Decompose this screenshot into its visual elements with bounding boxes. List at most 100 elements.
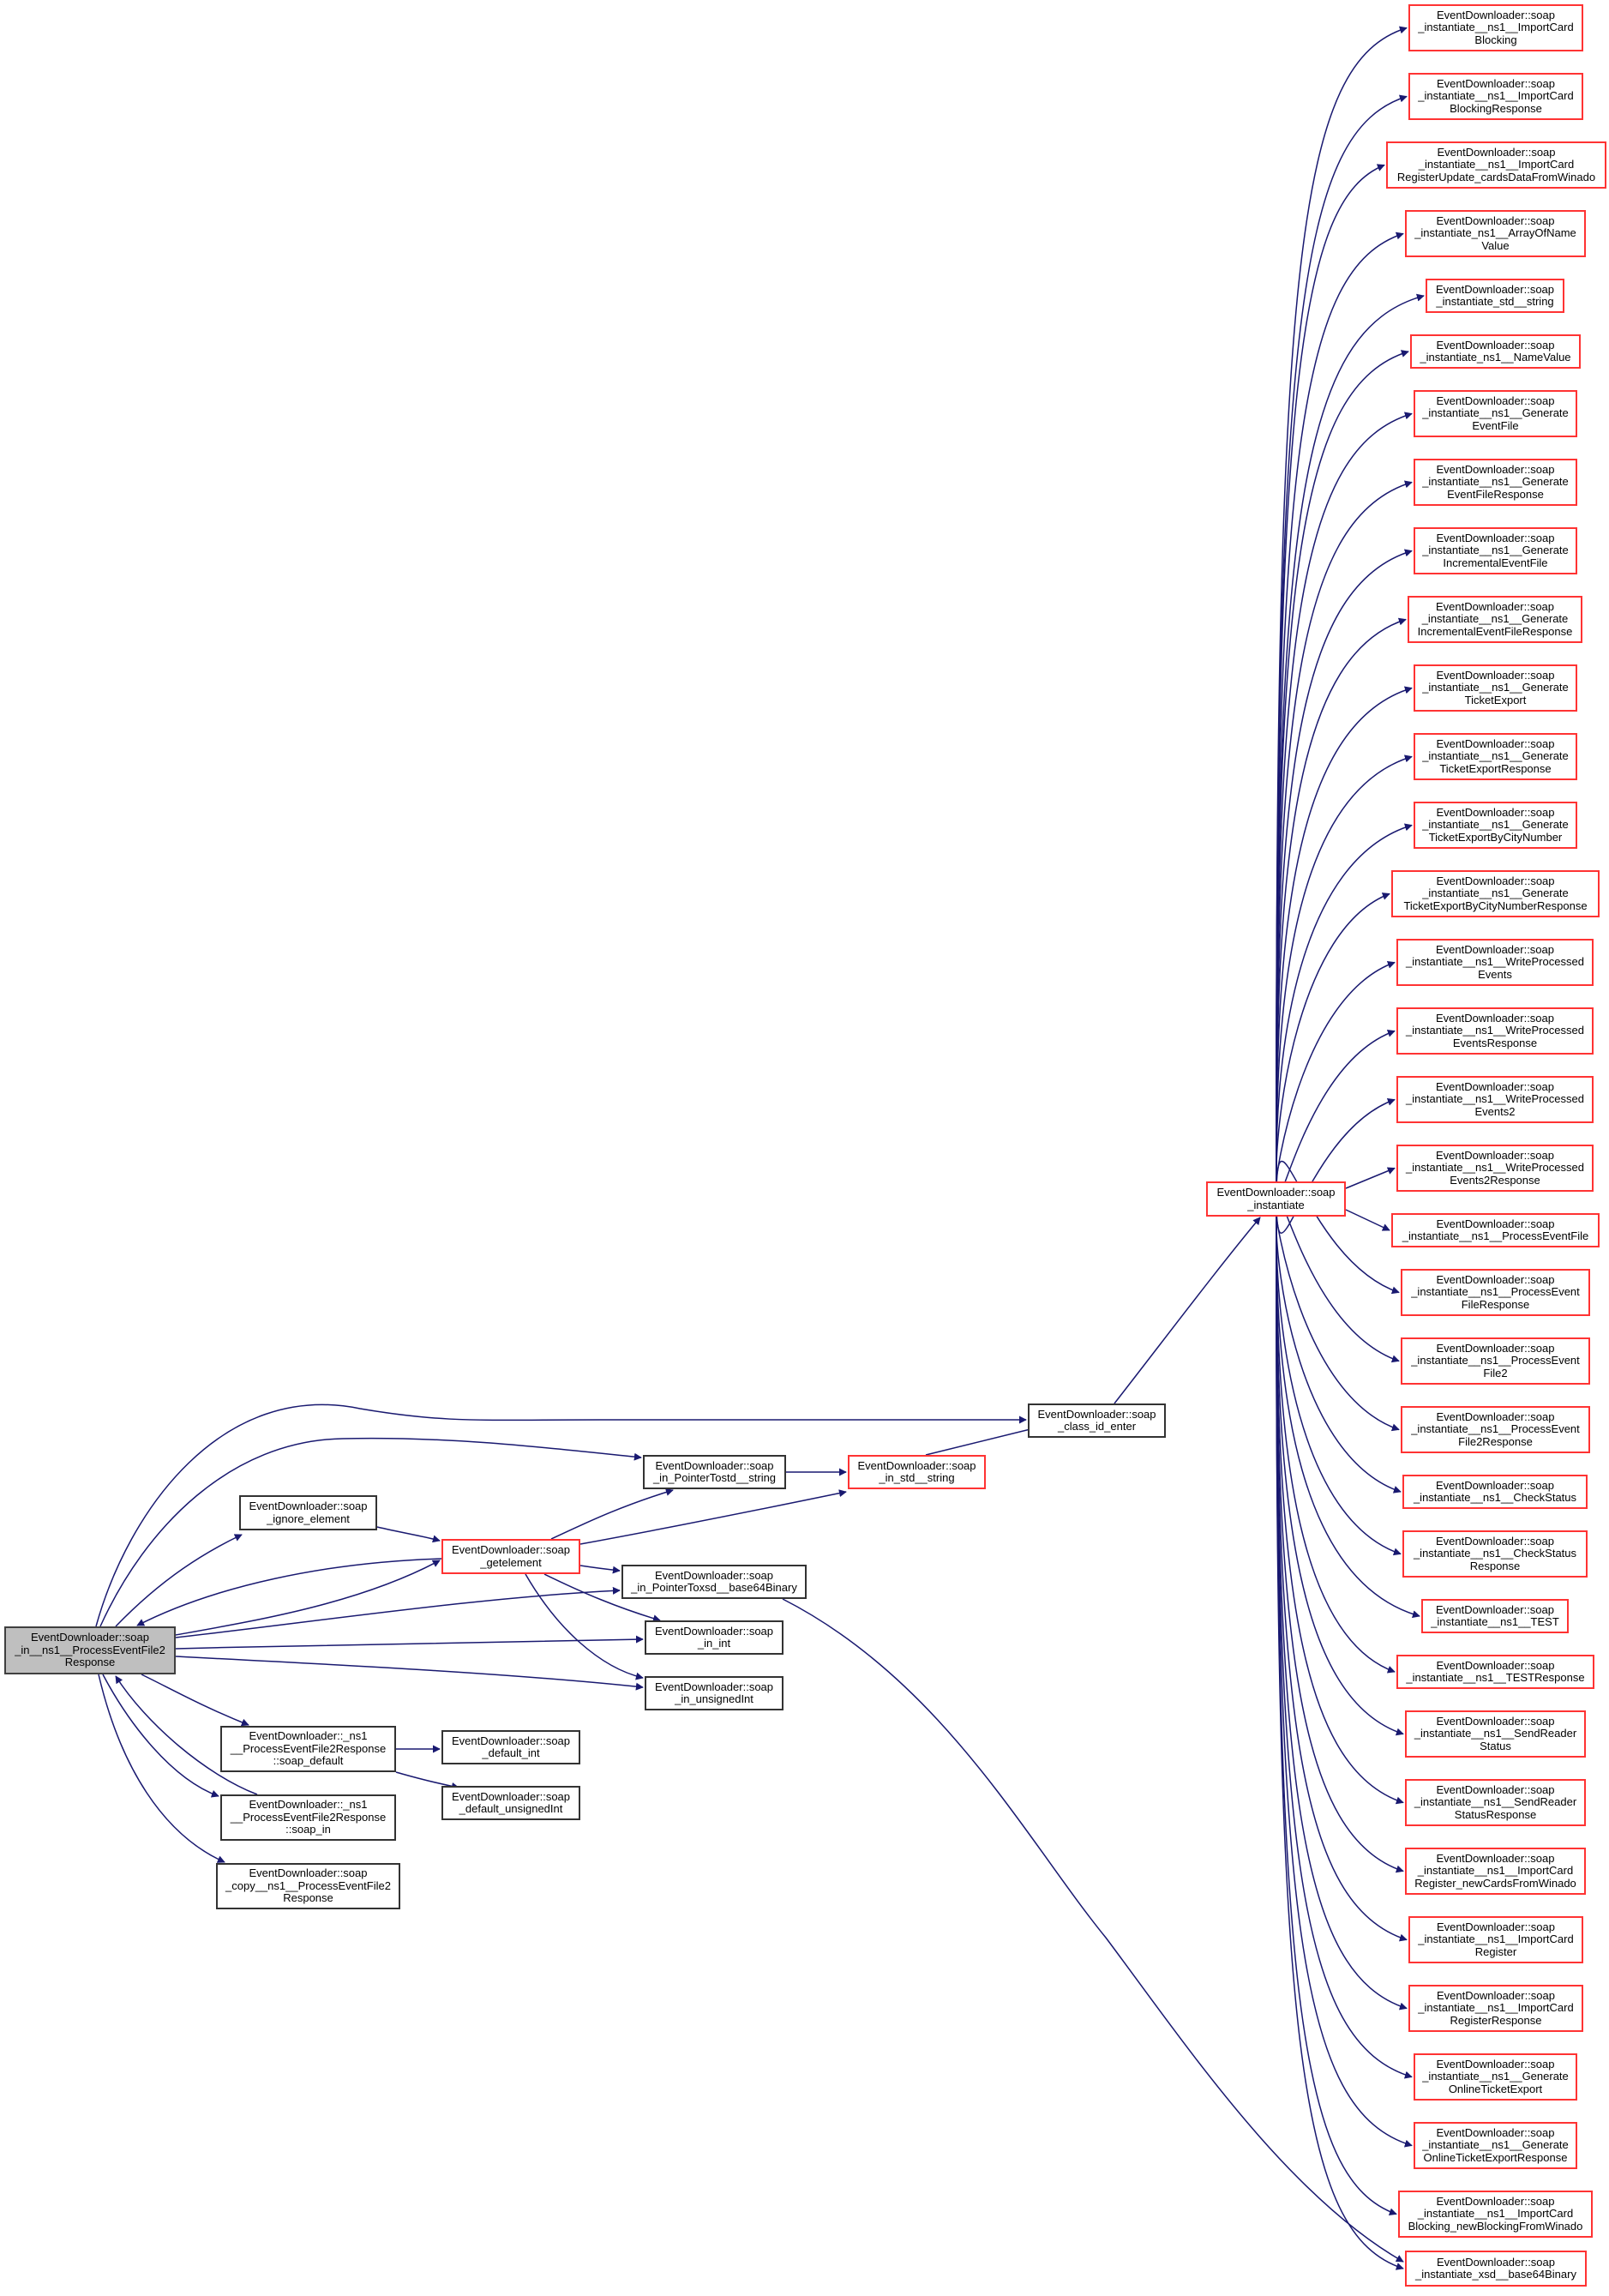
edge-getelement-to-in-unsigned-int xyxy=(525,1573,644,1680)
node-instantiate-target[interactable]: EventDownloader::soap _instantiate__ns1_… xyxy=(1414,664,1577,712)
edge-in-pointer-toxsd-base64-to-target-34 xyxy=(782,1598,1404,2263)
edge-getelement-to-in-pointer-tostd-string xyxy=(550,1488,674,1540)
node-soap-in-std-string[interactable]: EventDownloader::soap _in_std__string xyxy=(848,1455,986,1489)
node-label: EventDownloader::soap _instantiate__ns1_… xyxy=(1414,1782,1577,1821)
node-label: EventDownloader::soap _instantiate__ns1_… xyxy=(1414,1714,1577,1752)
edge-instantiate-to-target xyxy=(1276,686,1413,1182)
node-soap-in-pointertostd-string[interactable]: EventDownloader::soap _in_PointerTostd__… xyxy=(643,1455,786,1489)
edge-instantiate-to-target xyxy=(1276,1216,1396,1674)
edge-getelement-to-in-int xyxy=(543,1573,661,1622)
node-instantiate-target[interactable]: EventDownloader::soap _instantiate__ns1_… xyxy=(1396,1076,1594,1123)
edge-main-to-soap-copy xyxy=(98,1674,225,1863)
node-label: EventDownloader::soap _instantiate__ns1_… xyxy=(1431,1602,1559,1628)
edge-instantiate-to-target xyxy=(1276,1030,1396,1199)
node-instantiate-target[interactable]: EventDownloader::soap _instantiate__ns1_… xyxy=(1402,1475,1588,1509)
node-label: EventDownloader::_ns1 __ProcessEventFile… xyxy=(230,1729,387,1768)
edge-instantiate-to-target xyxy=(1345,1167,1396,1189)
edge-getelement-to-main xyxy=(136,1558,442,1626)
node-label: EventDownloader::soap _instantiate__ns1_… xyxy=(1402,1217,1589,1242)
node-label: EventDownloader::soap _instantiate__ns1_… xyxy=(1411,1409,1580,1448)
node-label: EventDownloader::soap _instantiate__ns1_… xyxy=(1422,805,1569,844)
node-instantiate-target[interactable]: EventDownloader::soap _instantiate__ns1_… xyxy=(1386,141,1606,189)
node-label: EventDownloader::soap _class_id_enter xyxy=(1037,1407,1156,1433)
node-soap-instantiate[interactable]: EventDownloader::soap _instantiate xyxy=(1206,1181,1346,1217)
node-label: EventDownloader::soap _in_unsignedInt xyxy=(654,1680,774,1705)
node-label: EventDownloader::_ns1 __ProcessEventFile… xyxy=(230,1798,387,1836)
edge-instantiate-to-target xyxy=(1276,893,1390,1182)
node-soap-getelement[interactable]: EventDownloader::soap _getelement xyxy=(441,1539,580,1574)
node-instantiate-target[interactable]: EventDownloader::soap _instantiate__ns1_… xyxy=(1405,1710,1586,1758)
edge-main-to-ns1-soap-in xyxy=(102,1674,219,1798)
node-instantiate-target[interactable]: EventDownloader::soap _instantiate__ns1_… xyxy=(1408,596,1582,643)
node-instantiate-target[interactable]: EventDownloader::soap _instantiate__ns1_… xyxy=(1421,1599,1569,1633)
node-ns1-soap-default[interactable]: EventDownloader::_ns1 __ProcessEventFile… xyxy=(220,1726,396,1772)
node-label: EventDownloader::soap _in_PointerTostd__… xyxy=(652,1458,777,1484)
edge-main-to-in-pointer-tostd-string xyxy=(99,1437,642,1627)
node-soap-ignore-element[interactable]: EventDownloader::soap _ignore_element xyxy=(239,1495,377,1530)
edge-main-to-ns1-soap-default xyxy=(141,1674,249,1727)
edge-instantiate-to-target xyxy=(1276,1216,1404,2270)
node-label: EventDownloader::soap _instantiate__ns1_… xyxy=(1422,2125,1569,2164)
node-instantiate-target[interactable]: EventDownloader::soap _instantiate__ns1_… xyxy=(1391,870,1600,917)
node-instantiate-target[interactable]: EventDownloader::soap _instantiate__ns1_… xyxy=(1414,527,1577,574)
node-instantiate-target[interactable]: EventDownloader::soap _instantiate__ns1_… xyxy=(1408,4,1583,51)
node-instantiate-target[interactable]: EventDownloader::soap _instantiate__ns1_… xyxy=(1396,1145,1594,1192)
node-instantiate-target[interactable]: EventDownloader::soap _instantiate__ns1_… xyxy=(1414,2122,1577,2169)
node-instantiate-target[interactable]: EventDownloader::soap _instantiate__ns1_… xyxy=(1391,1213,1600,1247)
node-instantiate-target[interactable]: EventDownloader::soap _instantiate__ns1_… xyxy=(1396,1655,1594,1689)
node-instantiate-target[interactable]: EventDownloader::soap _instantiate__ns1_… xyxy=(1405,1848,1586,1895)
node-instantiate-target[interactable]: EventDownloader::soap _instantiate__ns1_… xyxy=(1414,2053,1577,2101)
node-label: EventDownloader::soap _instantiate__ns1_… xyxy=(1413,1534,1577,1572)
node-soap-default-int[interactable]: EventDownloader::soap _default_int xyxy=(441,1730,580,1764)
node-instantiate-target[interactable]: EventDownloader::soap _instantiate_std__… xyxy=(1426,279,1564,313)
edge-getelement-to-in-std-string xyxy=(579,1489,847,1545)
node-label: EventDownloader::soap _in_std__string xyxy=(857,1458,976,1484)
node-instantiate-target[interactable]: EventDownloader::soap _instantiate__ns1_… xyxy=(1414,802,1577,849)
node-label: EventDownloader::soap _instantiate__ns1_… xyxy=(1406,1148,1584,1187)
node-ns1-soap-in[interactable]: EventDownloader::_ns1 __ProcessEventFile… xyxy=(220,1794,396,1841)
edge-instantiate-to-target xyxy=(1276,412,1413,1182)
node-soap-in-unsignedint[interactable]: EventDownloader::soap _in_unsignedInt xyxy=(645,1676,783,1710)
node-label: EventDownloader::soap _instantiate__ns1_… xyxy=(1422,462,1569,501)
node-instantiate-target[interactable]: EventDownloader::soap _instantiate__ns1_… xyxy=(1396,1007,1594,1055)
node-main-function: EventDownloader::soap _in__ns1__ProcessE… xyxy=(4,1626,176,1674)
node-instantiate-target[interactable]: EventDownloader::soap _instantiate__ns1_… xyxy=(1401,1337,1590,1385)
node-instantiate-target[interactable]: EventDownloader::soap _instantiate__ns1_… xyxy=(1405,1779,1586,1826)
node-instantiate-target[interactable]: EventDownloader::soap _instantiate__ns1_… xyxy=(1408,1985,1583,2032)
node-instantiate-target[interactable]: EventDownloader::soap _instantiate__ns1_… xyxy=(1414,459,1577,506)
node-soap-default-unsignedint[interactable]: EventDownloader::soap _default_unsignedI… xyxy=(441,1786,580,1820)
node-soap-class-id-enter[interactable]: EventDownloader::soap _class_id_enter xyxy=(1028,1403,1166,1438)
node-label: EventDownloader::soap _instantiate__ns1_… xyxy=(1418,8,1574,46)
node-instantiate-target[interactable]: EventDownloader::soap _instantiate__ns1_… xyxy=(1396,939,1594,986)
node-label: EventDownloader::soap _instantiate__ns1_… xyxy=(1422,531,1569,569)
node-instantiate-target[interactable]: EventDownloader::soap _instantiate__ns1_… xyxy=(1414,733,1577,780)
node-instantiate-target[interactable]: EventDownloader::soap _instantiate__ns1_… xyxy=(1401,1406,1590,1453)
node-label: EventDownloader::soap _instantiate xyxy=(1216,1186,1336,1211)
node-soap-in-int[interactable]: EventDownloader::soap _in_int xyxy=(645,1620,783,1655)
edge-instantiate-to-target xyxy=(1276,480,1413,1182)
node-instantiate-target[interactable]: EventDownloader::soap _instantiate__ns1_… xyxy=(1408,1916,1583,1963)
node-label: EventDownloader::soap _instantiate__ns1_… xyxy=(1396,145,1596,183)
node-label: EventDownloader::soap _instantiate__ns1_… xyxy=(1406,1658,1585,1684)
node-instantiate-target[interactable]: EventDownloader::soap _instantiate_ns1__… xyxy=(1410,334,1581,369)
node-label: EventDownloader::soap _instantiate_ns1__… xyxy=(1414,213,1576,252)
node-label: EventDownloader::soap _instantiate_std__… xyxy=(1435,282,1555,308)
node-label: EventDownloader::soap _instantiate__ns1_… xyxy=(1408,2194,1583,2233)
node-label: EventDownloader::soap _ignore_element xyxy=(249,1500,368,1525)
node-instantiate-target[interactable]: EventDownloader::soap _instantiate__ns1_… xyxy=(1408,73,1583,120)
node-label: EventDownloader::soap _instantiate__ns1_… xyxy=(1418,1988,1574,2027)
edge-main-to-class-id-enter xyxy=(95,1403,1027,1627)
node-label: EventDownloader::soap _instantiate__ns1_… xyxy=(1413,1478,1577,1504)
node-instantiate-target[interactable]: EventDownloader::soap _instantiate_ns1__… xyxy=(1405,210,1586,257)
node-instantiate-target[interactable]: EventDownloader::soap _instantiate__ns1_… xyxy=(1401,1269,1590,1316)
edge-getelement-to-in-pointer-toxsd-base64 xyxy=(579,1565,621,1574)
node-label: EventDownloader::soap _getelement xyxy=(451,1543,571,1569)
node-soap-copy[interactable]: EventDownloader::soap _copy__ns1__Proces… xyxy=(216,1863,400,1909)
node-soap-in-pointertoxsd-base64binary[interactable]: EventDownloader::soap _in_PointerToxsd__… xyxy=(621,1565,807,1599)
node-instantiate-target[interactable]: EventDownloader::soap _instantiate__ns1_… xyxy=(1398,2191,1593,2238)
edge-main-to-in-unsigned-int xyxy=(175,1656,644,1691)
node-instantiate-target[interactable]: EventDownloader::soap _instantiate_xsd__… xyxy=(1405,2251,1587,2287)
node-instantiate-target[interactable]: EventDownloader::soap _instantiate__ns1_… xyxy=(1414,390,1577,437)
node-instantiate-target[interactable]: EventDownloader::soap _instantiate__ns1_… xyxy=(1402,1530,1588,1578)
